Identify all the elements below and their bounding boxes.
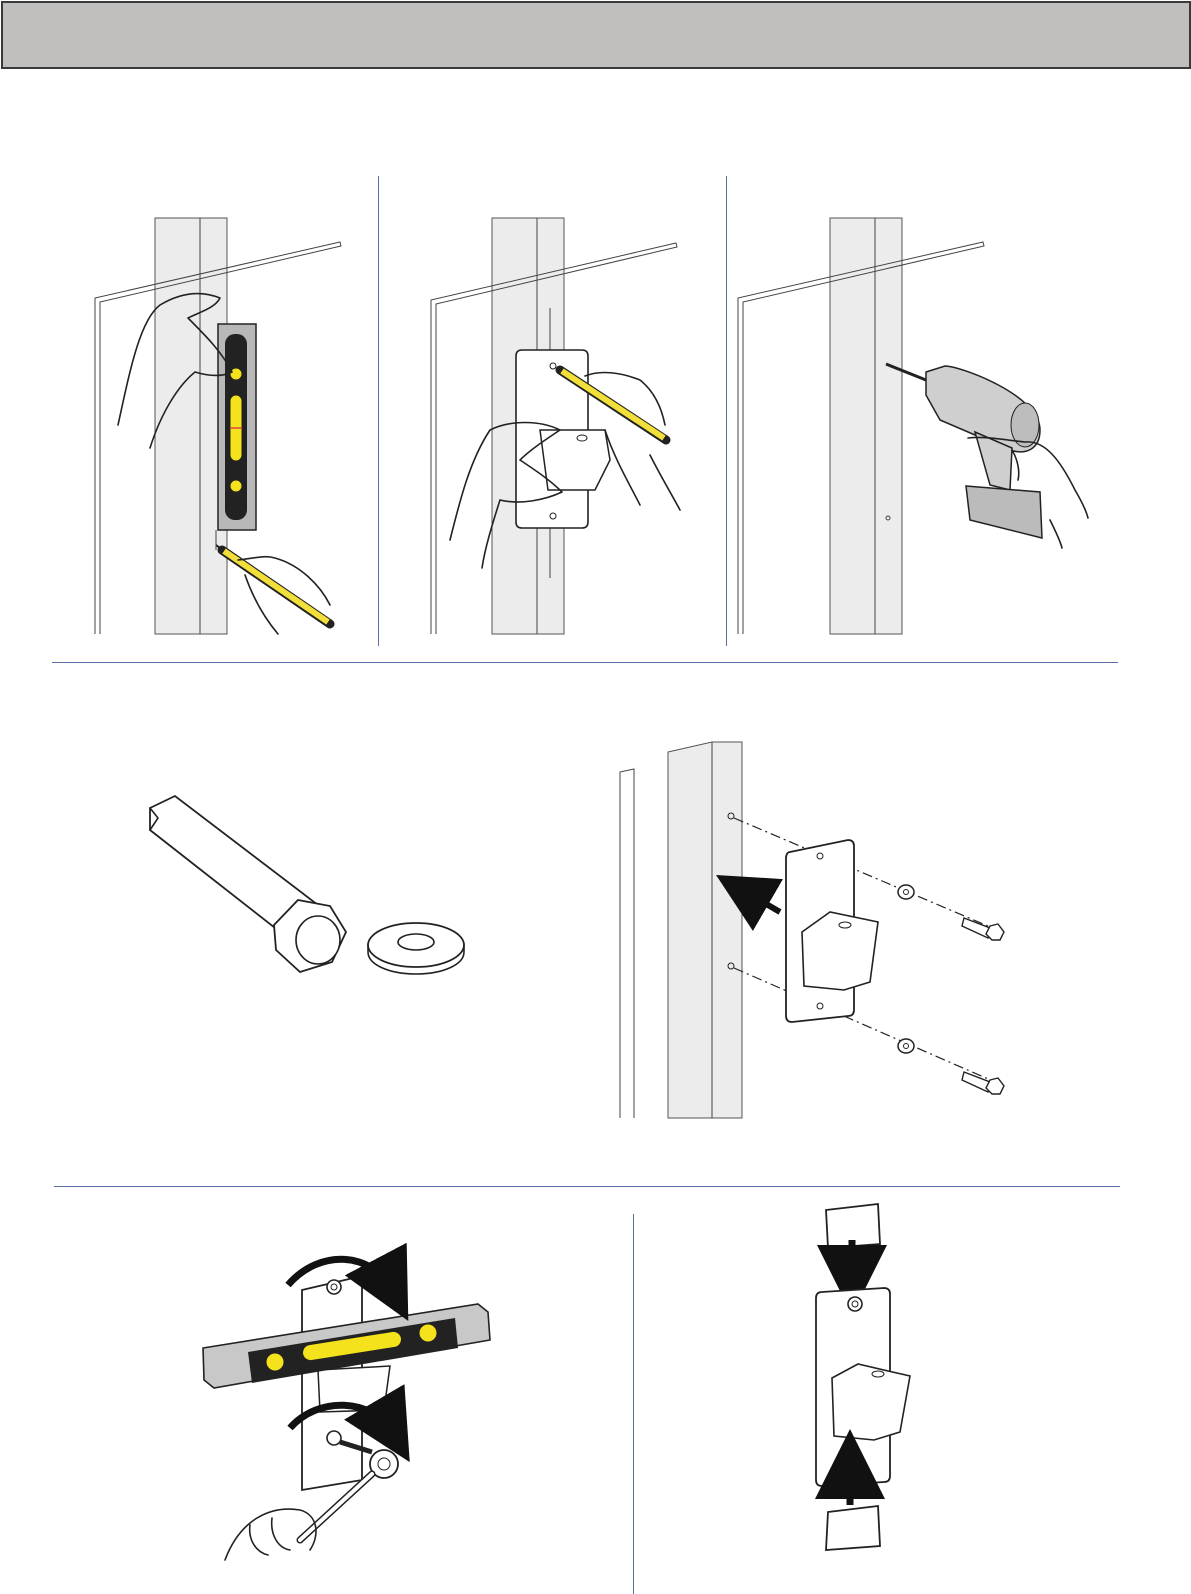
panel-mark-holes: [431, 218, 680, 634]
hex-bolt-icon: [962, 1072, 1004, 1094]
washer-icon: [898, 885, 914, 899]
panel-mount-plate: [620, 742, 1004, 1118]
cordless-drill-icon: [886, 364, 1042, 538]
door-frame: [830, 218, 902, 634]
spirit-level-icon: [218, 324, 256, 530]
washer-icon: [898, 1039, 914, 1053]
panel-tighten-level: [203, 1259, 490, 1560]
strike-plate-icon: [786, 840, 878, 1022]
panel-hardware: [150, 796, 464, 974]
cap-icon: [826, 1506, 880, 1550]
washer-icon: [368, 923, 464, 974]
arrow-icon: [742, 890, 780, 912]
strike-plate-icon: [816, 1288, 910, 1486]
hex-bolt-icon: [962, 918, 1004, 940]
panel-drill-holes: [738, 218, 1088, 634]
hex-bolt-icon: [150, 796, 346, 972]
door-panel: [620, 769, 634, 1118]
panel-insert-caps: [816, 1204, 910, 1550]
door-frame: [668, 742, 742, 1118]
panel-mark-level: [95, 218, 341, 634]
